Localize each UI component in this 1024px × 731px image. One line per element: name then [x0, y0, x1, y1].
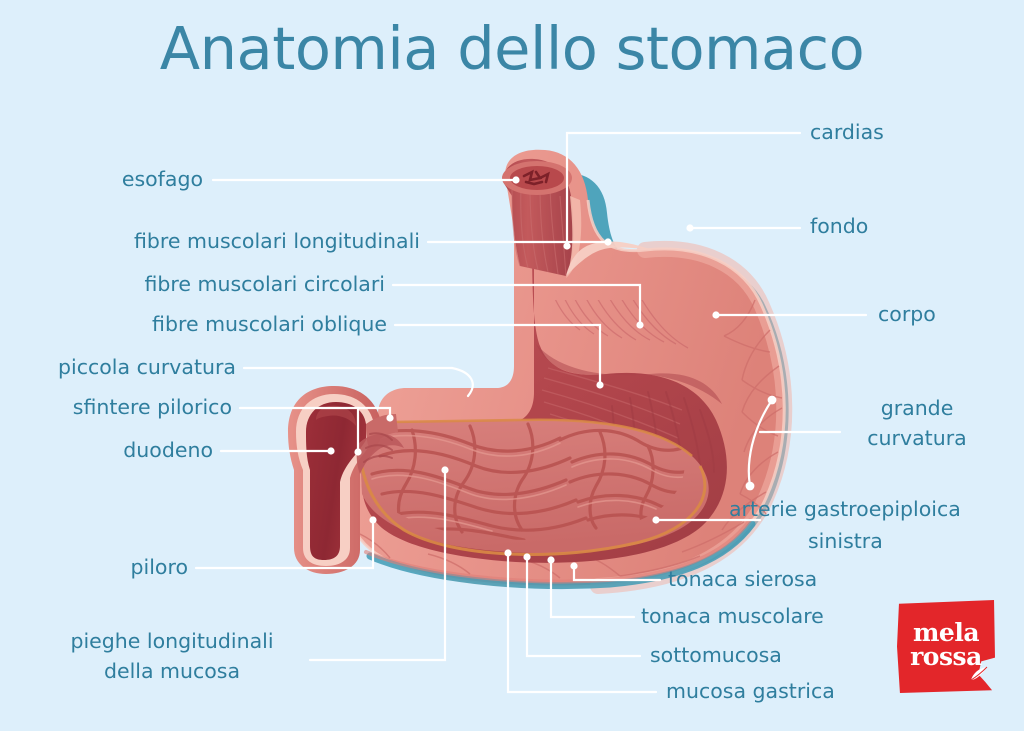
label-fondo: fondo [810, 214, 869, 238]
page-title: Anatomia dello stomaco [159, 14, 865, 83]
label-tonaca-muscolare: tonaca muscolare [641, 604, 824, 628]
label-sinistra: sinistra [808, 529, 883, 553]
label-grande: grande [880, 396, 954, 420]
label-mucosa-gastrica: mucosa gastrica [666, 679, 835, 703]
melarossa-logo[interactable]: mela rossa [897, 600, 995, 693]
apple-leaf-icon [970, 666, 988, 681]
label-fibre-muscolari-oblique: fibre muscolari oblique [152, 312, 387, 336]
logo-text: mela rossa [897, 618, 995, 671]
label-tonaca-sierosa: tonaca sierosa [668, 567, 818, 591]
leader-anchor-dots [327, 176, 777, 570]
label-piccola-curvatura: piccola curvatura [58, 355, 236, 379]
label-corpo: corpo [878, 302, 936, 326]
leader-lines [194, 131, 868, 694]
logo-text-line1: mela [912, 618, 980, 647]
label-fibre-muscolari-circolari: fibre muscolari circolari [144, 272, 385, 296]
label-duodeno: duodeno [123, 438, 213, 462]
label-esofago: esofago [121, 167, 203, 191]
label-fibre-muscolari-longitudinali: fibre muscolari longitudinali [133, 229, 420, 253]
gastric-mucosa [358, 418, 709, 556]
pyloric-sphincter [356, 414, 404, 474]
cardias-notch [566, 241, 652, 276]
label-della-mucosa: della mucosa [103, 659, 241, 683]
label-sfintere-pilorico: sfintere pilorico [72, 395, 232, 419]
label-piloro: piloro [130, 555, 188, 579]
label-cardias: cardias [810, 120, 884, 144]
logo-shape [897, 600, 995, 693]
esophagus [502, 158, 582, 278]
label-arterie-gastroepiploica: arterie gastroepiploica [729, 497, 961, 521]
logo-text-line2: rossa [910, 641, 982, 671]
label-curvatura: curvatura [867, 426, 967, 450]
label-sottomucosa: sottomucosa [650, 643, 782, 667]
label-pieghe-longitudinali: pieghe longitudinali [70, 629, 274, 653]
